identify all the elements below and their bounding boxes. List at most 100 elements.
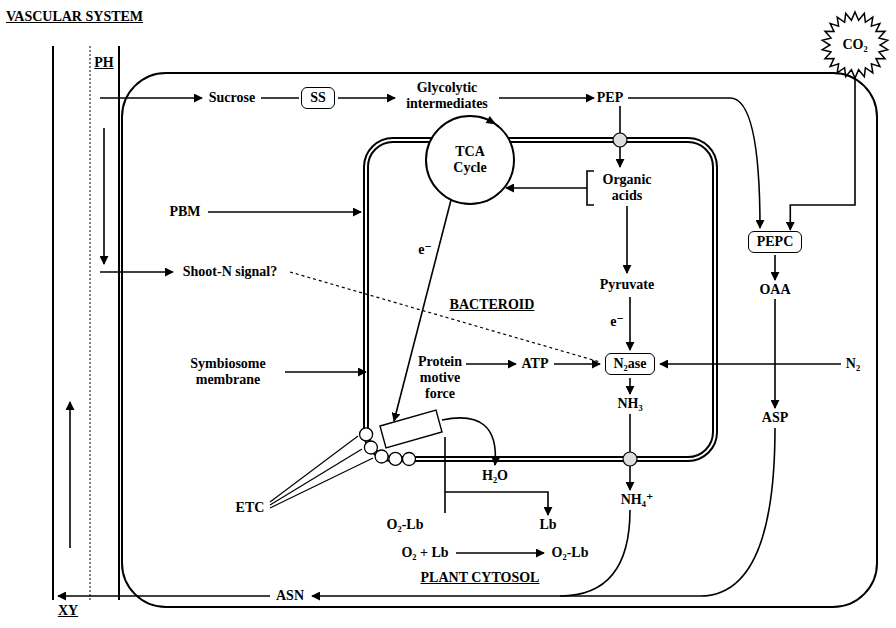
text-slot: VASCULAR SYSTEM <box>6 9 143 25</box>
pathway-label: O₂ + Lb <box>401 545 448 561</box>
pathway-label: e⁻ <box>418 242 432 258</box>
label-slot: Protein motive force <box>411 354 469 402</box>
leader-line <box>270 458 373 508</box>
label-slot: e⁻ <box>610 314 624 330</box>
vascular-bundle: VASCULAR SYSTEMPHXY <box>52 46 120 600</box>
label-slot: O₂-Lb <box>387 517 424 533</box>
flow-arrow <box>626 206 628 273</box>
flow-arrow <box>619 106 621 167</box>
phloem-flow-arrow <box>103 128 105 264</box>
export-arrow <box>58 595 270 597</box>
tca-cycle-circle: TCA Cycle <box>424 114 516 206</box>
label-slot: Organic acids <box>597 172 657 204</box>
enzyme-box: SS <box>301 87 335 109</box>
node-label: PH <box>94 55 113 71</box>
leader-line <box>270 436 358 502</box>
text-slot: PEPC <box>757 234 794 250</box>
node-label: PEPC <box>757 234 794 250</box>
electron-arrow <box>629 297 631 350</box>
label-slot: ETC <box>236 500 265 516</box>
label-slot: NH₄⁺ <box>621 492 654 508</box>
text-slot: PH <box>94 55 113 71</box>
flow-arrow <box>629 378 631 394</box>
node-label: CO₂ <box>842 37 867 53</box>
flow-arrow <box>628 98 760 228</box>
pathway-label: Organic acids <box>597 172 657 204</box>
flow-arrow <box>442 418 495 465</box>
pathway-label: e⁻ <box>610 314 624 330</box>
bracket <box>587 171 594 205</box>
flow-arrow <box>445 492 548 515</box>
flow-arrow <box>499 97 594 99</box>
label-slot: Glycolytic intermediates <box>397 80 497 112</box>
sucrose-import-arrow <box>100 97 202 99</box>
pathway-label: NH₃ <box>617 396 642 412</box>
cycle-arrowhead <box>486 116 497 125</box>
label-slot: ASN <box>276 588 304 604</box>
etc-complex <box>380 410 442 448</box>
transporter-symbol <box>613 133 627 147</box>
pathway-label: Shoot-N signal? <box>183 264 278 280</box>
etc-protein <box>403 453 416 466</box>
flow-line <box>560 510 630 596</box>
flow-arrow <box>466 363 516 365</box>
pathway-label: PEP <box>597 90 623 106</box>
enzyme-box: N₂ase <box>605 353 656 375</box>
node-label: BACTEROID <box>450 297 535 313</box>
flow-arrow <box>312 428 775 596</box>
pathway-label: Pyruvate <box>600 277 654 293</box>
pointer-arrow <box>285 371 366 373</box>
pathway-label: Symbiosome membrane <box>178 356 278 388</box>
node-label: TCA Cycle <box>440 144 500 176</box>
pathway-label: O₂-Lb <box>387 517 424 533</box>
pathway-label: ASN <box>276 588 304 604</box>
pointer-arrow <box>208 211 361 213</box>
pathway-label: PBM <box>169 204 200 220</box>
pathway-label: ETC <box>236 500 265 516</box>
vessel-divider <box>90 46 91 600</box>
pathway-label: ASP <box>762 410 788 426</box>
text-slot: CO₂ <box>842 37 867 53</box>
flow-arrow <box>506 187 587 189</box>
co2-starburst: CO₂ <box>822 12 888 78</box>
connectors <box>790 78 855 230</box>
pathway-label: Lb <box>539 517 556 533</box>
node-label: N₂ase <box>614 356 647 372</box>
flow-arrow <box>629 414 631 490</box>
pathway-label: H₂O <box>482 468 508 484</box>
starburst-outline <box>822 12 888 78</box>
node-label: PLANT CYTOSOL <box>421 570 540 586</box>
flow-line <box>261 97 299 99</box>
circle-outline <box>424 114 516 206</box>
label-slot: ATP <box>522 356 549 372</box>
label-slot: e⁻ <box>418 242 432 258</box>
label-slot: PBM <box>169 204 200 220</box>
signal-import-arrow <box>100 271 173 273</box>
flow-arrow <box>554 363 600 365</box>
label-slot: NH₃ <box>617 396 642 412</box>
pathway-label: NH₄⁺ <box>621 492 654 508</box>
cycle-circle <box>426 116 514 204</box>
leader-line <box>270 449 362 505</box>
starburst-shape <box>822 12 887 78</box>
etc-protein <box>360 428 373 441</box>
flow-arrow <box>774 299 776 408</box>
etc-protein <box>364 441 377 454</box>
signal-line <box>290 272 600 362</box>
transporter-symbol <box>623 452 637 466</box>
label-slot: PEP <box>597 90 623 106</box>
pathway-label: Glycolytic intermediates <box>397 80 497 112</box>
pathway-label: N₂ <box>846 356 860 372</box>
electron-arrow <box>394 200 451 421</box>
pathway-label: Protein motive force <box>411 354 469 402</box>
pathway-label: OAA <box>759 282 790 298</box>
flow-arrow <box>790 78 855 230</box>
text-slot: SS <box>310 90 326 106</box>
etc-protein <box>375 450 388 463</box>
plant-cell: SS TCA CycleN₂ase BACTEROID PEPC PLANT CYTOS… <box>121 72 878 608</box>
node-label: SS <box>310 90 326 106</box>
